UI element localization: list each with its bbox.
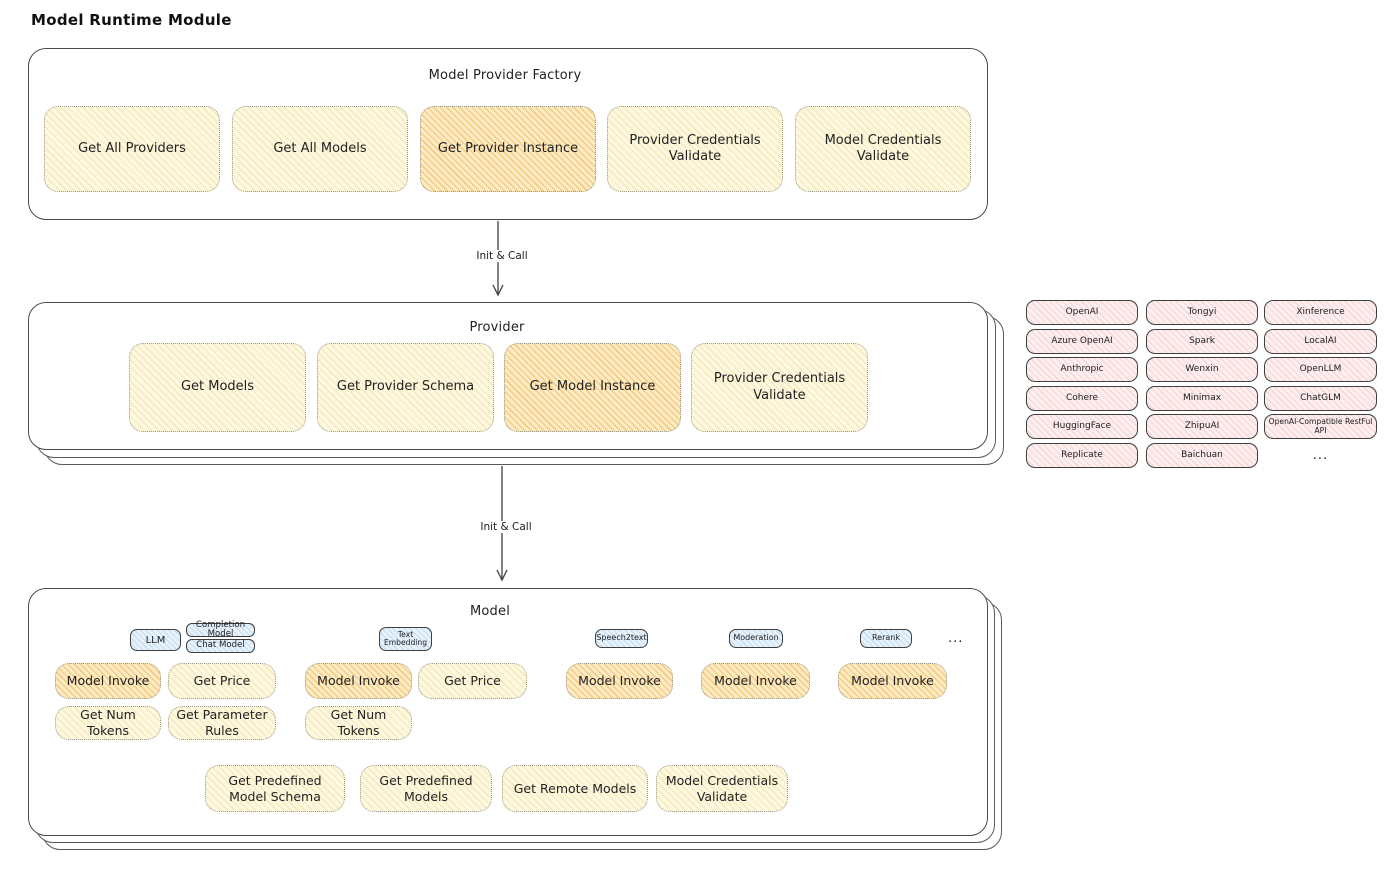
page-title: Model Runtime Module <box>31 11 232 29</box>
provider-item-provider-credentials-validate: Provider Credentials Validate <box>691 343 868 432</box>
tab-chat-model: Chat Model <box>186 639 255 653</box>
provider-pill-chatglm: ChatGLM <box>1264 386 1377 411</box>
provider-pill-baichuan: Baichuan <box>1146 443 1258 468</box>
llm-model-invoke: Model Invoke <box>55 663 161 699</box>
provider-pill-wenxin: Wenxin <box>1146 357 1258 382</box>
common-get-predefined-models: Get Predefined Models <box>360 765 492 812</box>
tabs-ellipsis: ... <box>948 631 964 646</box>
common-get-predefined-model-schema: Get Predefined Model Schema <box>205 765 345 812</box>
provider-pill-huggingface: HuggingFace <box>1026 414 1138 439</box>
provider-pill-replicate: Replicate <box>1026 443 1138 468</box>
provider-item-get-provider-schema: Get Provider Schema <box>317 343 494 432</box>
tab-llm: LLM <box>130 629 181 651</box>
factory-item-model-credentials-validate: Model Credentials Validate <box>795 106 971 192</box>
provider-pill-openai-compatible-restful-api: OpenAI-Compatible RestFul API <box>1264 414 1377 439</box>
provider-pill-tongyi: Tongyi <box>1146 300 1258 325</box>
tab-text-embedding: Text Embedding <box>379 627 432 651</box>
provider-list-ellipsis: ... <box>1312 448 1329 463</box>
provider-item-get-models: Get Models <box>129 343 306 432</box>
speech2text-model-invoke: Model Invoke <box>566 663 673 699</box>
embedding-get-num-tokens: Get Num Tokens <box>305 706 412 740</box>
llm-get-num-tokens: Get Num Tokens <box>55 706 161 740</box>
provider-pill-zhipuai: ZhipuAI <box>1146 414 1258 439</box>
moderation-model-invoke: Model Invoke <box>701 663 810 699</box>
provider-pill-cohere: Cohere <box>1026 386 1138 411</box>
embedding-get-price: Get Price <box>418 663 527 699</box>
tab-moderation: Moderation <box>729 629 783 648</box>
factory-item-get-all-models: Get All Models <box>232 106 408 192</box>
provider-pill-anthropic: Anthropic <box>1026 357 1138 382</box>
provider-pill-localai: LocalAI <box>1264 329 1377 354</box>
provider-title: Provider <box>469 320 525 335</box>
arrow1-label: Init & Call <box>466 250 538 262</box>
arrow2-label: Init & Call <box>470 521 542 533</box>
provider-pill-spark: Spark <box>1146 329 1258 354</box>
common-model-credentials-validate: Model Credentials Validate <box>656 765 788 812</box>
provider-pill-openai: OpenAI <box>1026 300 1138 325</box>
tab-speech2text: Speech2text <box>595 629 648 648</box>
factory-title: Model Provider Factory <box>428 68 582 83</box>
llm-get-price: Get Price <box>168 663 276 699</box>
llm-get-parameter-rules: Get Parameter Rules <box>168 706 276 740</box>
provider-pill-azure-openai: Azure OpenAI <box>1026 329 1138 354</box>
provider-item-get-model-instance: Get Model Instance <box>504 343 681 432</box>
common-get-remote-models: Get Remote Models <box>502 765 648 812</box>
embedding-model-invoke: Model Invoke <box>305 663 412 699</box>
provider-pill-openllm: OpenLLM <box>1264 357 1377 382</box>
tab-rerank: Rerank <box>860 629 912 648</box>
factory-item-get-provider-instance: Get Provider Instance <box>420 106 596 192</box>
factory-item-provider-credentials-validate: Provider Credentials Validate <box>607 106 783 192</box>
tab-completion-model: Completion Model <box>186 620 255 639</box>
model-title: Model <box>469 604 511 619</box>
rerank-model-invoke: Model Invoke <box>838 663 947 699</box>
factory-item-get-all-providers: Get All Providers <box>44 106 220 192</box>
provider-pill-xinference: Xinference <box>1264 300 1377 325</box>
provider-pill-minimax: Minimax <box>1146 386 1258 411</box>
